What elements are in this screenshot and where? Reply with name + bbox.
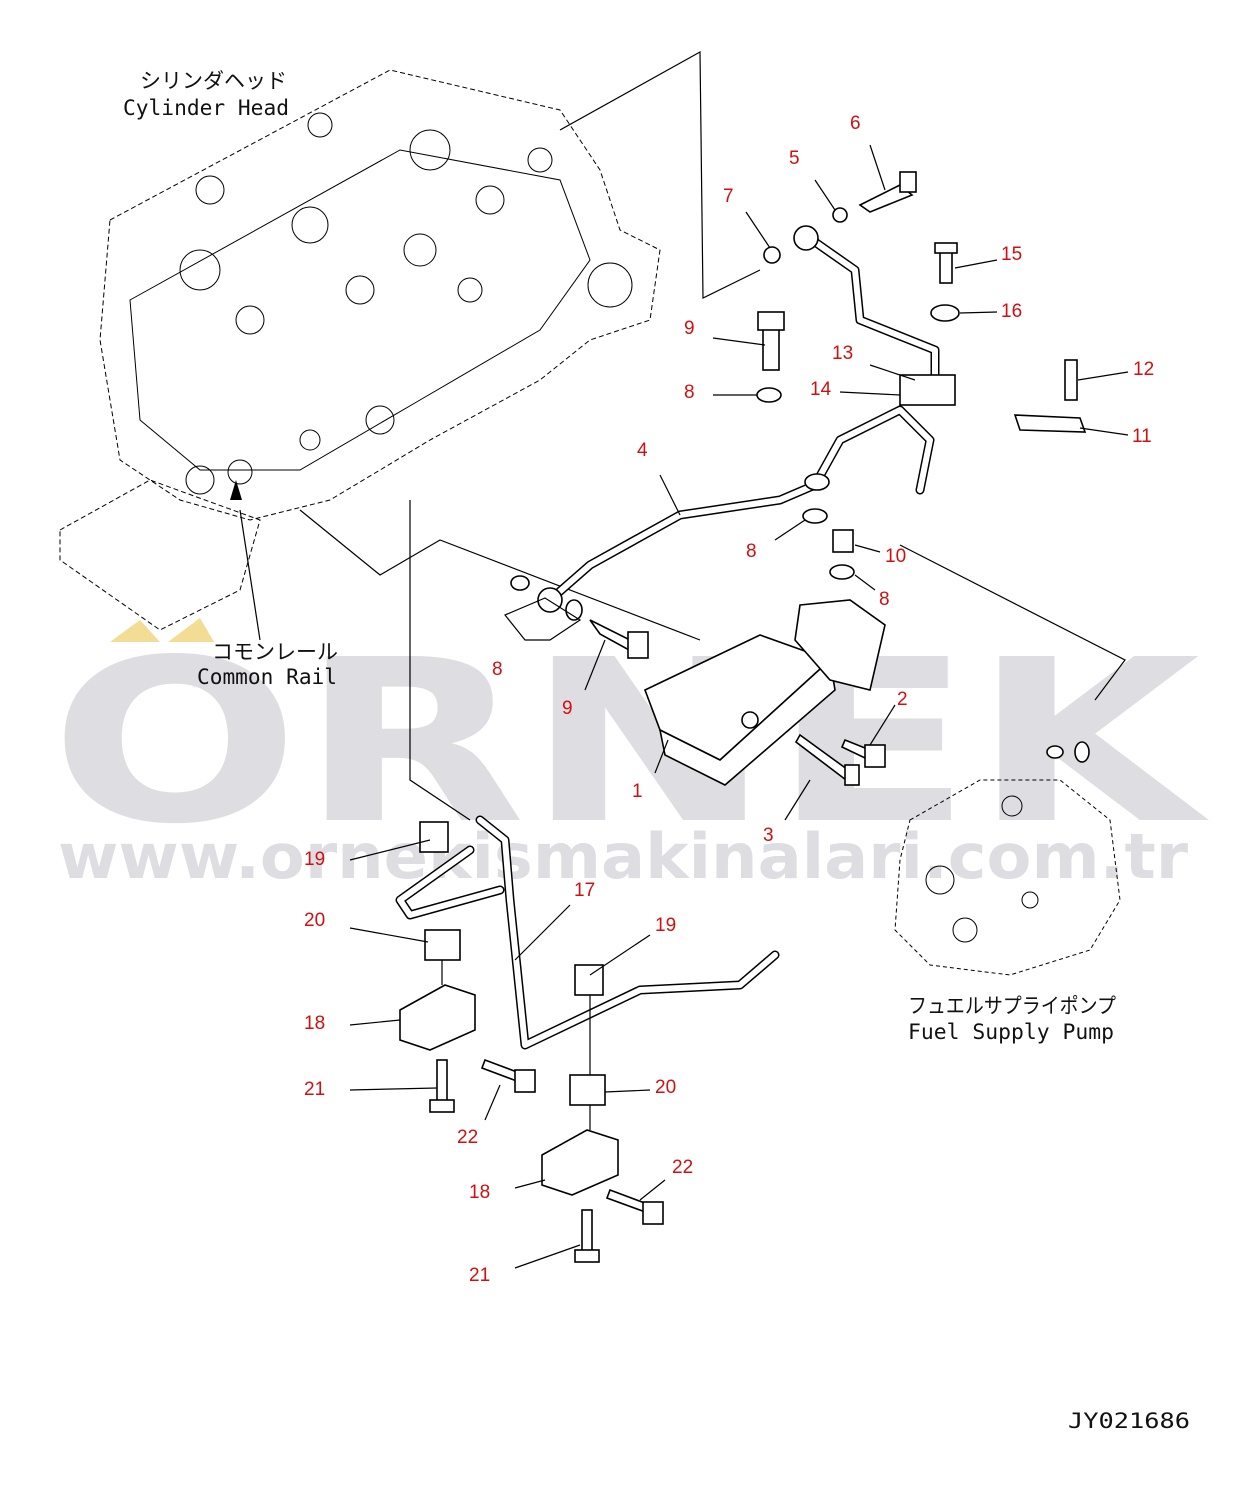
cylinder-head-label-jp: シリンダヘッド xyxy=(140,69,287,93)
callout-9: 9 xyxy=(562,698,573,719)
callout-19: 19 xyxy=(304,849,325,870)
callout-3: 3 xyxy=(763,825,774,846)
callout-21: 21 xyxy=(304,1079,325,1100)
callout-8: 8 xyxy=(879,589,890,610)
common-rail-label-jp: コモンレール xyxy=(212,640,338,664)
callout-20: 20 xyxy=(304,910,325,931)
cylinder-head-label-en: Cylinder Head xyxy=(123,96,289,120)
callout-15: 15 xyxy=(1001,244,1022,265)
common-rail-block xyxy=(643,599,886,786)
drawing-code: JY021686 xyxy=(1068,1409,1190,1433)
callout-1: 1 xyxy=(632,781,643,802)
callout-17: 17 xyxy=(574,880,595,901)
callout-13: 13 xyxy=(832,343,853,364)
callout-11: 11 xyxy=(1132,426,1152,447)
watermark-umlaut-right xyxy=(168,618,214,642)
callout-18: 18 xyxy=(304,1013,325,1034)
watermark-url: www.ornekismakinalari.com.tr xyxy=(58,820,1188,893)
fuel-pipes xyxy=(395,230,940,1050)
fasteners xyxy=(399,171,1087,1263)
callout-numbers: 6 5 7 15 16 9 13 12 14 8 11 4 8 10 8 8 9… xyxy=(304,113,1154,1286)
callout-14: 14 xyxy=(810,379,832,400)
callout-9: 9 xyxy=(684,318,695,339)
common-rail-label-en: Common Rail xyxy=(197,665,337,689)
leader-lines xyxy=(349,144,1129,1269)
callout-5: 5 xyxy=(789,148,800,169)
callout-8: 8 xyxy=(746,541,757,562)
callout-10: 10 xyxy=(885,546,906,567)
callout-22: 22 xyxy=(672,1157,693,1178)
callout-22: 22 xyxy=(457,1127,478,1148)
callout-2: 2 xyxy=(897,689,908,710)
callout-16: 16 xyxy=(1001,301,1022,322)
fuel-pump-label-en: Fuel Supply Pump xyxy=(908,1020,1114,1044)
callout-6: 6 xyxy=(850,113,861,134)
callout-19: 19 xyxy=(655,915,676,936)
component-labels: シリンダヘッド Cylinder Head コモンレール Common Rail… xyxy=(123,69,1190,1433)
callout-21: 21 xyxy=(469,1265,490,1286)
callout-18: 18 xyxy=(469,1182,490,1203)
fuel-pump-label-jp: フュエルサプライポンプ xyxy=(908,994,1116,1018)
callout-4: 4 xyxy=(637,440,648,461)
callout-8: 8 xyxy=(492,659,503,680)
cylinder-head-drawing xyxy=(59,50,761,821)
fuel-pump-drawing xyxy=(894,544,1126,976)
callout-20: 20 xyxy=(655,1077,676,1098)
watermark-umlaut-left xyxy=(110,620,160,642)
callout-7: 7 xyxy=(723,186,734,207)
callout-12: 12 xyxy=(1133,359,1154,380)
callout-8: 8 xyxy=(684,382,695,403)
